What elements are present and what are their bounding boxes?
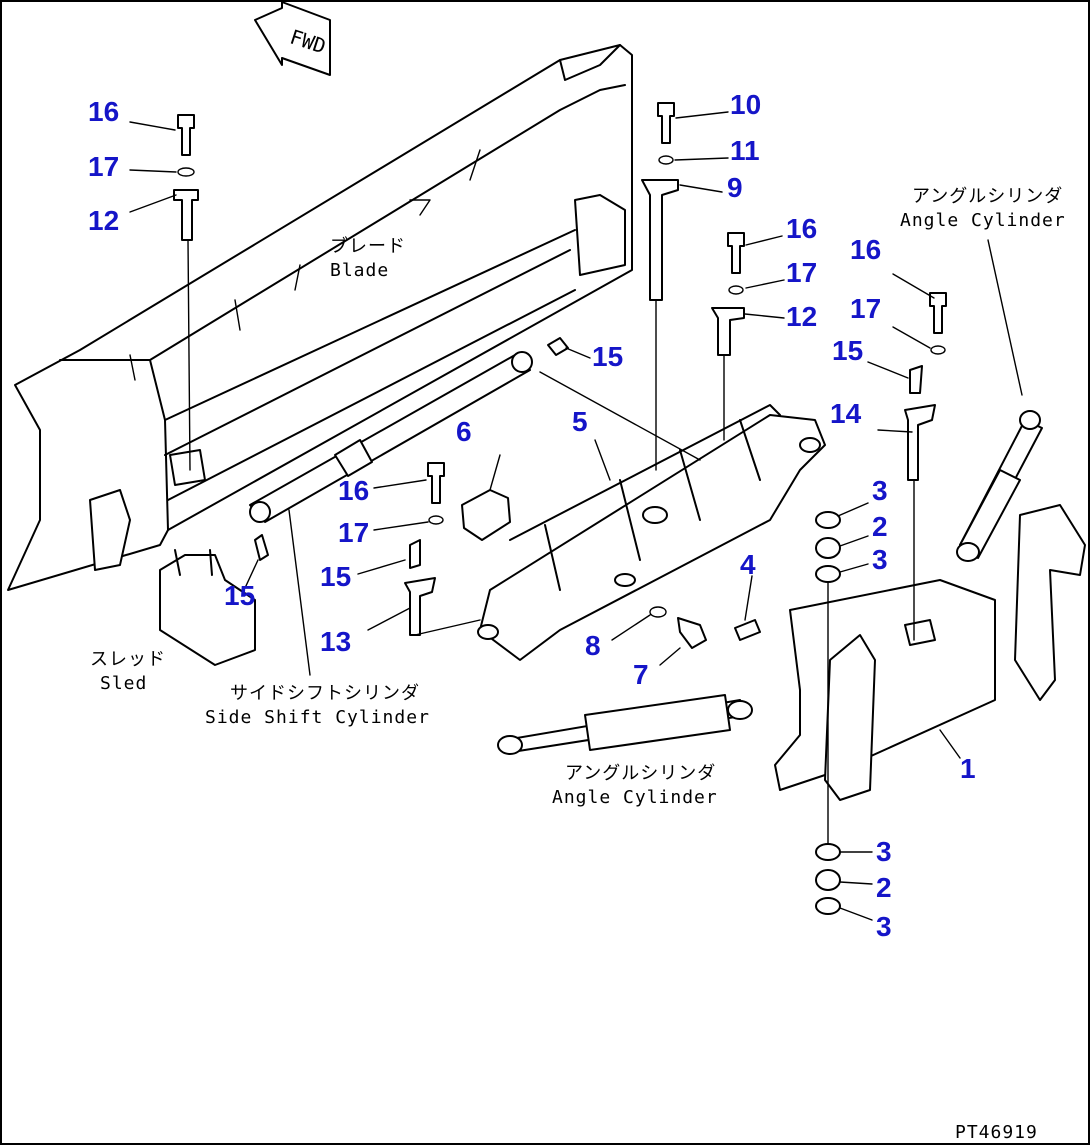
caption-side-shift-en: Side Shift Cylinder	[205, 707, 430, 728]
part-label: 13	[320, 626, 351, 657]
part-label: 15	[592, 341, 623, 372]
bracket	[461, 489, 511, 541]
caption-angle-cyl-lower-jp: アングルシリンダ	[565, 763, 716, 784]
part-label: 11	[730, 135, 760, 166]
part-labels: 16 17 12 10 11 9 16 17 12 16 17 15 14 15…	[88, 89, 976, 942]
angle-cylinder-upper	[956, 410, 1043, 562]
part-label: 16	[786, 213, 817, 244]
caption-sled-jp: スレッド	[90, 649, 166, 670]
part-label: 14	[830, 398, 862, 429]
part-label: 1	[960, 753, 976, 784]
part-label: 2	[876, 872, 892, 903]
part-label: 10	[730, 89, 761, 120]
captions: ブレード Blade スレッド Sled サイドシフトシリンダ Side Shi…	[90, 186, 1066, 808]
angle-cylinder-lower	[497, 694, 753, 755]
part-label: 3	[876, 836, 892, 867]
part-label: 15	[224, 580, 255, 611]
fasteners	[173, 102, 947, 915]
part-label: 12	[88, 205, 119, 236]
part-label: 3	[872, 544, 888, 575]
forward-badge-text: FWD	[287, 25, 329, 59]
part-label: 17	[786, 257, 817, 288]
part-label: 2	[872, 511, 888, 542]
caption-sled-en: Sled	[100, 673, 147, 694]
part-label: 12	[786, 301, 817, 332]
main-frame	[774, 504, 1086, 801]
part-label: 4	[740, 549, 756, 580]
part-label: 3	[876, 911, 892, 942]
caption-side-shift-jp: サイドシフトシリンダ	[230, 683, 420, 704]
frame-assembly	[477, 404, 826, 661]
drawing-number: PT46919	[955, 1122, 1038, 1143]
part-label: 3	[872, 475, 888, 506]
forward-arrow-icon	[254, 1, 331, 76]
caption-angle-cyl-lower-en: Angle Cylinder	[552, 787, 718, 808]
caption-angle-cyl-upper-jp: アングルシリンダ	[912, 186, 1063, 207]
caption-angle-cyl-upper-en: Angle Cylinder	[900, 210, 1066, 231]
part-label: 17	[850, 293, 881, 324]
sled	[89, 489, 256, 666]
caption-blade-jp: ブレード	[330, 235, 406, 257]
part-label: 16	[338, 475, 369, 506]
part-label: 7	[633, 659, 649, 690]
part-label: 6	[456, 416, 472, 447]
part-label: 8	[585, 630, 601, 661]
side-shift-cylinder	[249, 351, 533, 523]
part-label: 16	[88, 96, 119, 127]
part-label: 17	[88, 151, 119, 182]
leader-lines	[129, 111, 1023, 921]
forward-direction-badge: FWD	[254, 1, 331, 76]
part-label: 9	[727, 172, 743, 203]
part-label: 15	[320, 561, 351, 592]
part-label: 16	[850, 234, 881, 265]
part-label: 15	[832, 335, 863, 366]
part-label: 5	[572, 406, 588, 437]
caption-blade-en: Blade	[330, 260, 389, 281]
part-label: 17	[338, 517, 369, 548]
blade	[7, 44, 633, 591]
